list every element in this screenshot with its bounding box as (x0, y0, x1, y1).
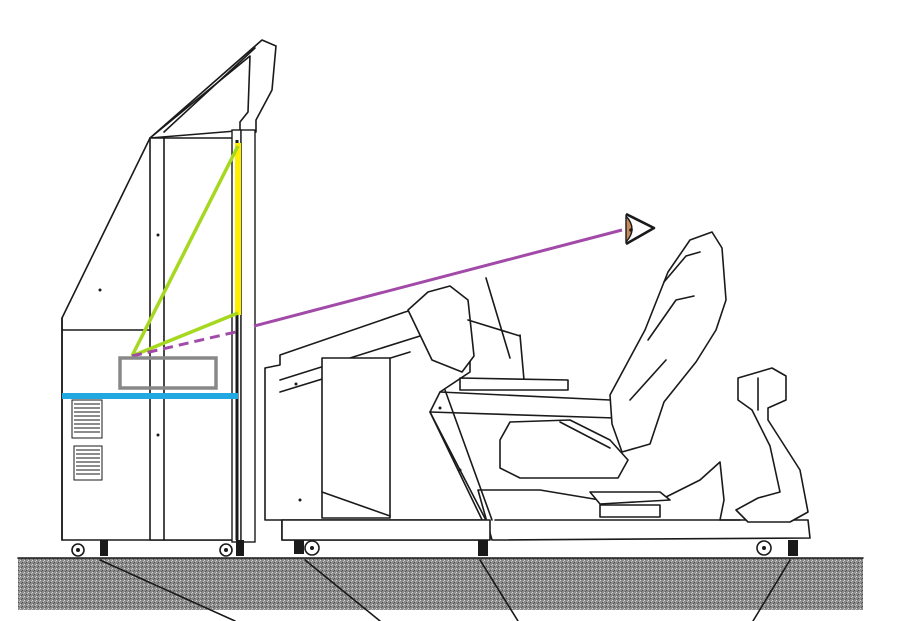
cockpit-casters (294, 540, 798, 556)
sightline-dashed (131, 329, 241, 358)
cabinet-casters (71, 540, 244, 557)
floor (18, 558, 863, 610)
sightline (253, 228, 623, 328)
callout-leader-lines (99, 559, 791, 621)
projection-ray-top (130, 145, 240, 357)
vent-grille (71, 399, 103, 481)
projection-geometry (62, 143, 623, 399)
projection-ray-bottom (131, 311, 239, 358)
projector-box (118, 356, 218, 390)
driving-cockpit (264, 231, 811, 556)
projector-cabinet (61, 39, 277, 557)
eye-icon (625, 212, 656, 246)
